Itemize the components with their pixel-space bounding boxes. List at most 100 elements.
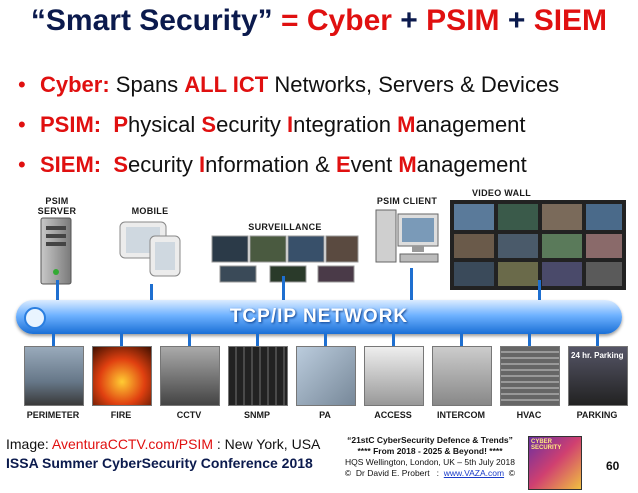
psim-network-diagram: PSIM SERVER MOBILE SURVEILLANCE	[10, 188, 628, 430]
perimeter-photo	[24, 346, 84, 406]
node-label-pa: PA	[319, 410, 331, 420]
footer-author-prefix: © Dr David E. Probert :	[344, 468, 444, 478]
image-credit: Image: AventuraCCTV.com/PSIM : New York,…	[6, 436, 320, 452]
title-plus-1: +	[391, 4, 427, 37]
node-surveillance: SURVEILLANCE	[210, 222, 360, 289]
connector-line	[256, 334, 259, 346]
vaza-link[interactable]: www.VAZA.com	[443, 468, 505, 478]
mobile-devices-icon	[119, 221, 181, 277]
bullet-text: SIEM: Security Information & Event Manag…	[40, 152, 527, 178]
node-label-fire: FIRE	[110, 410, 132, 420]
bullet-cyber: • Cyber: Spans ALL ICT Networks, Servers…	[18, 72, 633, 112]
video-wall-icon	[450, 200, 626, 290]
node-label-hvac: HVAC	[516, 410, 542, 420]
bullet-segment: ntegration	[293, 112, 398, 137]
title-cyber: Cyber	[306, 4, 392, 37]
node-mobile: MOBILE	[110, 206, 190, 285]
bullet-initial: S	[113, 152, 129, 177]
connector-line	[282, 276, 285, 302]
node-label-snmp: SNMP	[243, 410, 270, 420]
access-keypad-photo	[364, 346, 424, 406]
bullet-segment	[101, 112, 113, 137]
title-plus-2: +	[499, 4, 534, 37]
image-credit-suffix: : New York, USA	[212, 436, 321, 452]
conference-name: ISSA Summer CyberSecurity Conference 201…	[6, 455, 313, 471]
image-source-link[interactable]: AventuraCCTV.com/PSIM	[51, 436, 213, 452]
logo-text: CYBER SECURITY	[531, 439, 562, 451]
bullet-segment: vent	[350, 152, 399, 177]
node-psim-server: PSIM SERVER	[32, 196, 82, 293]
connector-line	[188, 334, 191, 346]
bullet-initial: I	[198, 152, 206, 177]
server-tower-icon	[40, 217, 72, 285]
bullet-psim: • PSIM: Physical Security Integration Ma…	[18, 112, 633, 152]
connector-line	[596, 334, 599, 346]
bullet-segment: Spans	[109, 72, 185, 97]
footer-talk-title: “21stC CyberSecurity Defence & Trends”	[347, 435, 513, 445]
title-siem: SIEM	[533, 4, 608, 37]
node-video-wall: VIDEO WALL	[450, 188, 626, 295]
slide-title: “Smart Security” = Cyber + PSIM + SIEM	[0, 4, 638, 38]
bullet-dot: •	[18, 152, 26, 177]
network-end-cap	[24, 307, 46, 329]
bullet-label: Cyber:	[40, 72, 110, 97]
bullet-text: PSIM: Physical Security Integration Mana…	[40, 112, 526, 138]
hvac-unit-photo	[500, 346, 560, 406]
bullet-segment-highlight: ALL ICT	[184, 72, 269, 97]
footer-talk-subtitle: **** From 2018 - 2025 & Beyond! ****	[357, 446, 503, 456]
bullet-label: SIEM:	[40, 152, 102, 177]
node-label-intercom: INTERCOM	[437, 410, 485, 420]
node-label-perimeter: PERIMETER	[26, 410, 80, 420]
workstation-icon	[375, 209, 439, 263]
network-label: TCP/IP NETWORK	[229, 306, 409, 327]
bullet-siem: • SIEM: Security Information & Event Man…	[18, 152, 633, 192]
connector-line	[410, 268, 413, 302]
bullet-segment: hysical	[128, 112, 202, 137]
node-label-cctv: CCTV	[176, 410, 202, 420]
footer-author: © Dr David E. Probert : www.VAZA.com ©	[335, 468, 525, 479]
node-label-access: ACCESS	[374, 410, 412, 420]
connector-line	[528, 334, 531, 346]
bullet-segment: ecurity	[128, 152, 199, 177]
bullet-dot: •	[18, 72, 26, 97]
title-smart-security: “Smart Security”	[30, 4, 273, 37]
connector-line	[460, 334, 463, 346]
bullet-initial: I	[287, 112, 294, 137]
node-label: MOBILE	[131, 206, 169, 216]
node-label-parking: PARKING	[576, 410, 618, 420]
cybersecurity-logo: CYBER SECURITY	[528, 436, 582, 490]
node-label: PSIM CLIENT	[376, 196, 438, 206]
parking-photo: 24 hr. Parking	[568, 346, 628, 406]
connector-line	[120, 334, 123, 346]
snmp-rack-photo	[228, 346, 288, 406]
connector-line	[324, 334, 327, 346]
title-equals: =	[272, 4, 307, 37]
bullet-segment: anagement	[416, 152, 527, 177]
bullet-segment: ecurity	[216, 112, 288, 137]
bullet-segment	[101, 152, 113, 177]
bullet-list: • Cyber: Spans ALL ICT Networks, Servers…	[18, 72, 633, 192]
pa-speaker-photo	[296, 346, 356, 406]
connector-line	[392, 334, 395, 346]
page-number: 60	[606, 459, 620, 473]
node-label: VIDEO WALL	[472, 188, 531, 198]
bullet-segment: anagement	[415, 112, 526, 137]
tcp-ip-network-bar: TCP/IP NETWORK	[16, 300, 622, 334]
bullet-initial: E	[335, 152, 351, 177]
image-credit-prefix: Image:	[6, 436, 52, 452]
bullet-segment: Networks, Servers & Devices	[268, 72, 560, 97]
bullet-text: Cyber: Spans ALL ICT Networks, Servers &…	[40, 72, 559, 98]
intercom-photo	[432, 346, 492, 406]
bullet-dot: •	[18, 112, 26, 137]
bullet-initial: M	[398, 152, 417, 177]
bullet-initial: S	[201, 112, 217, 137]
node-label: PSIM SERVER	[37, 196, 77, 216]
node-psim-client: PSIM CLIENT	[372, 196, 442, 277]
connector-line	[52, 334, 55, 346]
cctv-camera-photo	[160, 346, 220, 406]
fire-photo	[92, 346, 152, 406]
bullet-initial: M	[397, 112, 416, 137]
surveillance-monitors-icon	[211, 235, 359, 283]
bullet-label: PSIM:	[40, 112, 102, 137]
bullet-segment: nformation &	[205, 152, 336, 177]
